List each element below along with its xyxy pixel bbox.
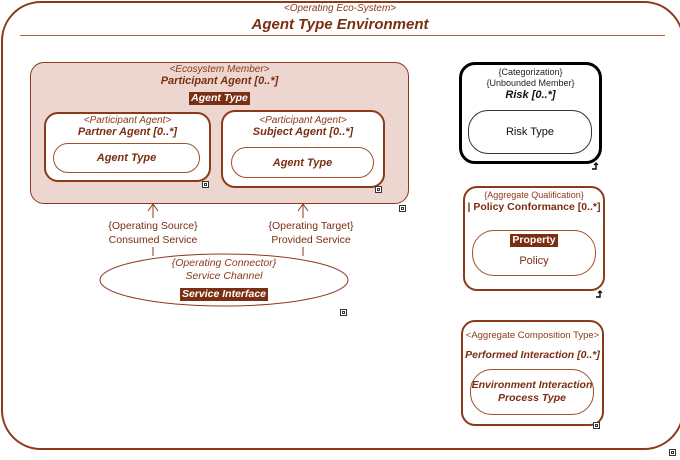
partner-stereotype: <Participant Agent> <box>83 115 172 126</box>
environment-divider <box>20 35 665 36</box>
risk-name: Risk [0..*] <box>505 89 556 101</box>
connector-line1: {Operating Connector} <box>171 257 277 269</box>
partner-name: Partner Agent [0..*] <box>77 126 178 138</box>
partner-type-label: Agent Type <box>96 152 157 164</box>
risk-line2: {Unbounded Member} <box>486 78 575 88</box>
interaction-type-line2: Process Type <box>498 392 566 404</box>
policy-type-pill[interactable]: Policy <box>472 230 596 276</box>
policy-name: | Policy Conformance [0..*] <box>467 201 601 213</box>
connector-line2: Service Channel <box>185 270 263 282</box>
policy-tag-wrap: Property <box>463 230 605 248</box>
subject-link-icon[interactable] <box>375 186 382 193</box>
target-line1: {Operating Target} <box>268 220 354 232</box>
subject-name: Subject Agent [0..*] <box>252 126 354 138</box>
environment-frame[interactable] <box>1 1 680 450</box>
interaction-name: Performed Interaction [0..*] <box>465 349 600 361</box>
interaction-type-line1: Environment Interaction <box>471 379 593 391</box>
subject-stereotype: <Participant Agent> <box>259 115 347 126</box>
connector-tag: Service Interface <box>179 288 269 301</box>
partner-link-icon[interactable] <box>202 181 209 188</box>
risk-arrow-icon[interactable] <box>591 162 599 170</box>
participant-name: Participant Agent [0..*] <box>160 75 279 87</box>
connector-tag-wrap: Service Interface <box>100 284 348 302</box>
source-line1: {Operating Source} <box>108 220 198 232</box>
policy-arrow-icon[interactable] <box>595 290 603 298</box>
risk-line1: {Categorization} <box>498 67 563 77</box>
participant-link-icon[interactable] <box>399 205 406 212</box>
subject-type-pill[interactable]: Agent Type <box>231 147 374 178</box>
policy-stereotype: {Aggregate Qualification} <box>484 190 584 200</box>
participant-stereotype: <Ecosystem Member> <box>169 64 270 75</box>
policy-tag: Property <box>510 234 558 247</box>
risk-type-label: Risk Type <box>505 126 555 138</box>
environment-title: Agent Type Environment <box>251 16 429 33</box>
partner-type-pill[interactable]: Agent Type <box>53 143 200 173</box>
interaction-link-icon[interactable] <box>593 422 600 429</box>
participant-tag: Agent Type <box>189 92 250 105</box>
connector-link-icon[interactable] <box>340 309 347 316</box>
interaction-stereotype: <Aggregate Composition Type> <box>465 330 600 341</box>
environment-stereotype: <Operating Eco-System> <box>283 3 397 14</box>
source-line2: Consumed Service <box>108 234 198 246</box>
interaction-type-pill[interactable]: Environment Interaction Process Type <box>470 369 594 415</box>
risk-type-pill[interactable]: Risk Type <box>468 110 592 154</box>
participant-tag-wrap: Agent Type <box>30 88 409 106</box>
subject-type-label: Agent Type <box>272 156 333 169</box>
target-line2: Provided Service <box>271 234 351 246</box>
policy-type-label: Policy <box>519 255 549 267</box>
environment-link-icon[interactable] <box>669 449 676 456</box>
